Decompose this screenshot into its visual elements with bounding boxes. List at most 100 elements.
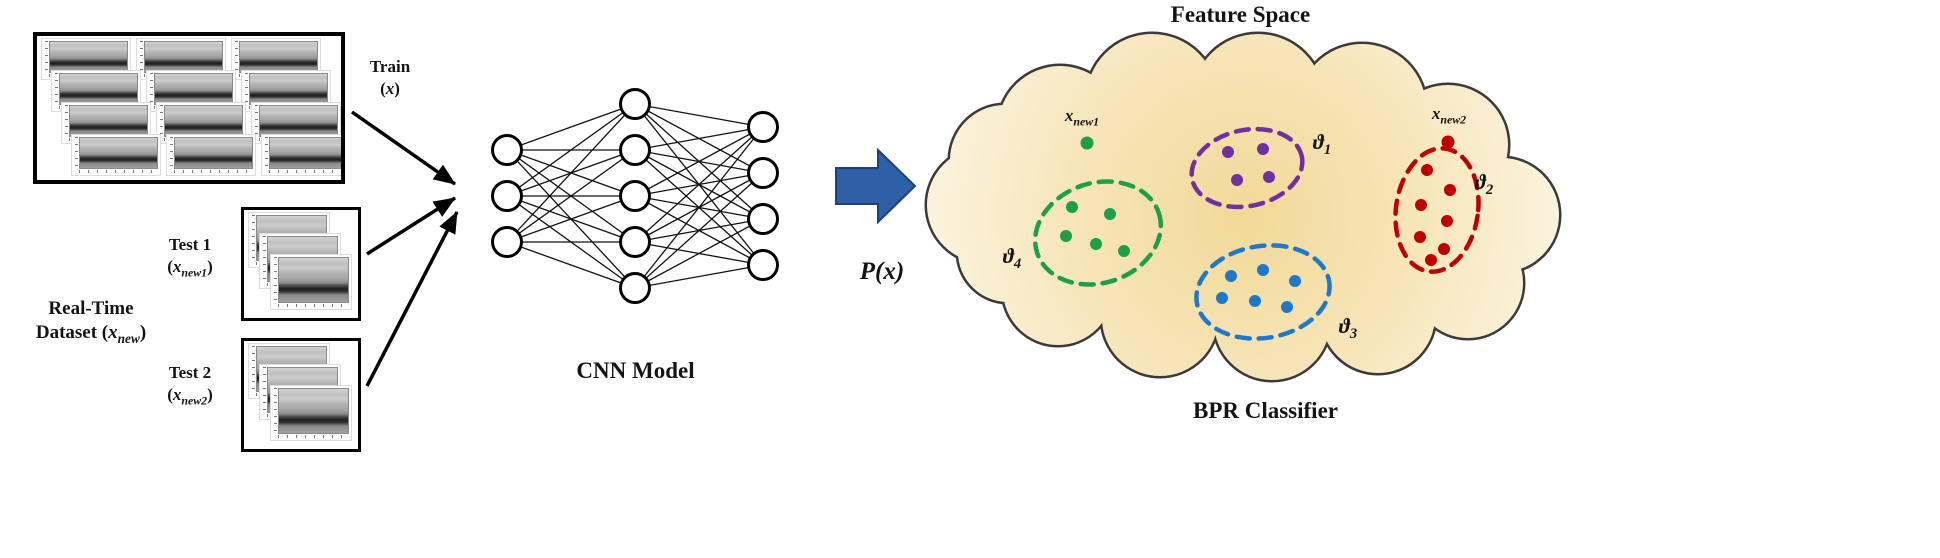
cnn-edge: [634, 103, 764, 128]
input-arrows: [350, 110, 459, 387]
spectrogram-plot: [269, 137, 341, 169]
cnn-edge: [634, 264, 764, 289]
spectrogram-plot: [69, 105, 148, 137]
spectrogram-plot: [278, 388, 349, 434]
cnn-edge: [634, 126, 764, 197]
cnn-edges: [506, 103, 764, 289]
cluster-dot: [1281, 301, 1293, 313]
theta2-label: ϑ2: [1474, 170, 1494, 199]
spectrogram-plot: [144, 41, 223, 73]
cluster-dot: [1289, 275, 1301, 287]
train-label-name: Train: [369, 57, 411, 76]
cluster-ellipse-3: [1194, 243, 1332, 341]
dataset-title-line1: Real-Time: [48, 298, 134, 319]
test2-image-stack-box: [241, 338, 361, 452]
new-sample-dot: [1080, 136, 1094, 150]
theta1-label: ϑ1: [1312, 130, 1332, 159]
test1-arrow: [366, 196, 456, 256]
cnn-edge: [634, 126, 764, 151]
test2-arrow: [365, 211, 459, 387]
cnn-edge: [506, 241, 636, 289]
cluster-dot: [1425, 254, 1437, 266]
feature-space-clusters: [1032, 126, 1481, 341]
cnn-edge: [634, 126, 764, 289]
spectrogram-plot: [174, 137, 253, 169]
cnn-edge: [634, 218, 764, 289]
xnew2-label: xnew2: [1431, 104, 1467, 127]
feature-space-title: Feature Space: [1170, 2, 1311, 27]
test1-image-stack-box: [241, 207, 361, 321]
cluster-dot: [1438, 243, 1450, 255]
cnn-node: [491, 134, 523, 166]
cluster-dot: [1441, 215, 1453, 227]
cnn-node: [747, 157, 779, 189]
test2-label-var: (xnew2): [167, 384, 213, 408]
spectrogram-plot: [154, 73, 233, 105]
cloud-fill-circle: [1012, 102, 1228, 318]
spectrogram-plot: [278, 257, 349, 303]
cluster-dot: [1222, 146, 1234, 158]
test2-label: Test 2 (xnew2): [144, 362, 236, 408]
bpr-classifier-label: BPR Classifier: [1192, 398, 1338, 423]
cnn-nodes: [491, 88, 779, 304]
cluster-ellipse-4: [1032, 179, 1164, 287]
dataset-title: Real-Time Dataset (xnew): [0, 297, 182, 347]
spectrogram-image: [261, 134, 341, 176]
spectrogram-plot: [259, 105, 338, 137]
cnn-edge: [506, 149, 636, 243]
theta4-label: ϑ4: [1002, 244, 1022, 273]
cnn-node: [747, 203, 779, 235]
cnn-node: [619, 88, 651, 120]
cnn-node: [619, 226, 651, 258]
cluster-dot: [1216, 292, 1228, 304]
train-image-stack-box: [33, 32, 345, 184]
cnn-node: [619, 134, 651, 166]
test2-label-name: Test 2: [168, 363, 212, 382]
cnn-node: [619, 272, 651, 304]
spectrogram-plot: [59, 73, 138, 105]
spectrogram-plot: [164, 105, 243, 137]
cnn-edge: [634, 126, 764, 243]
cluster-ellipse-2: [1393, 146, 1481, 274]
cnn-node: [747, 249, 779, 281]
cluster-dot: [1421, 164, 1433, 176]
cnn-edge: [506, 195, 636, 243]
cluster-dot: [1414, 231, 1426, 243]
cluster-dot: [1263, 171, 1275, 183]
test1-label: Test 1 (xnew1): [144, 234, 236, 280]
transform-arrow: [835, 147, 917, 225]
spectrogram-plot: [79, 137, 158, 169]
cnn-edge: [506, 103, 636, 197]
spectrogram-image: [270, 385, 352, 441]
train-arrow: [350, 110, 457, 186]
cnn-edge: [506, 103, 636, 151]
spectrogram-plot: [239, 41, 318, 73]
cluster-dot: [1249, 295, 1261, 307]
spectrogram-plot: [49, 41, 128, 73]
cloud-fill-circle: [1282, 102, 1498, 318]
cluster-dot: [1225, 270, 1237, 282]
spectrogram-image: [71, 134, 161, 176]
train-label-var: (x): [380, 78, 400, 98]
cluster-dot: [1060, 230, 1072, 242]
xnew1-label: xnew1: [1064, 106, 1100, 129]
test1-label-name: Test 1: [168, 235, 212, 254]
cnn-node: [491, 180, 523, 212]
cluster-dot: [1444, 184, 1456, 196]
cnn-node: [491, 226, 523, 258]
spectrogram-image: [270, 254, 352, 310]
cluster-dot: [1066, 201, 1078, 213]
spectrogram-plot: [249, 73, 328, 105]
probability-label: P(x): [859, 258, 905, 285]
cnn-model-label: CNN Model: [576, 358, 695, 383]
cnn-node: [747, 111, 779, 143]
cluster-dot: [1257, 143, 1269, 155]
cluster-dot: [1257, 264, 1269, 276]
theta3-label: ϑ3: [1338, 314, 1358, 343]
spectrogram-image: [166, 134, 256, 176]
train-label: Train (x): [348, 56, 432, 102]
cluster-ellipse-1: [1189, 126, 1305, 210]
new-sample-dot: [1441, 135, 1455, 149]
cnn-edge: [634, 172, 764, 289]
